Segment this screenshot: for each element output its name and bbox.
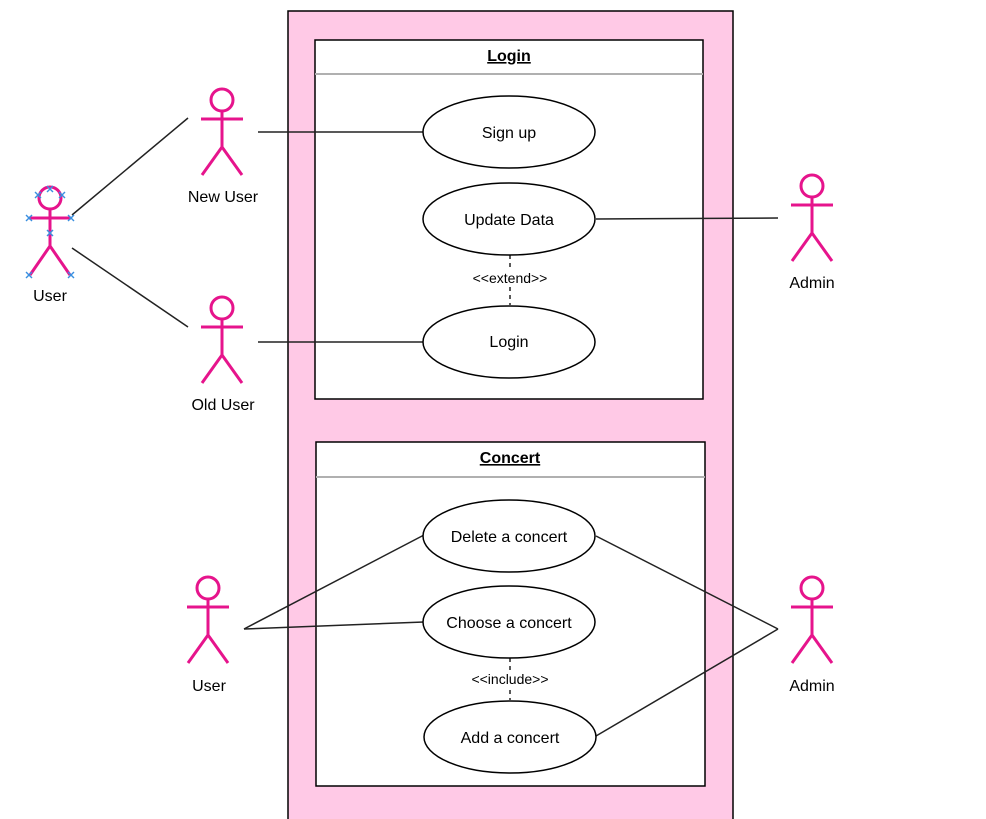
include-label: <<include>> — [471, 671, 548, 687]
actor-old-user[interactable] — [200, 295, 244, 384]
login-package-title: Login — [487, 48, 531, 65]
assoc-admin-updatedata[interactable] — [595, 217, 779, 220]
usecase-update-data-label: Update Data — [464, 212, 554, 229]
selection-handles — [25, 185, 75, 279]
assoc-user-choose[interactable] — [243, 621, 425, 630]
usecase-update-data[interactable]: Update Data — [422, 182, 596, 256]
usecase-delete-concert[interactable]: Delete a concert — [422, 499, 596, 573]
assoc-admin-delete[interactable] — [595, 535, 779, 630]
actor-new-user-label: New User — [188, 189, 259, 206]
actor-admin-bottom-label: Admin — [789, 678, 834, 695]
actor-user-bottom-label: User — [192, 678, 226, 695]
usecase-add-concert-label: Add a concert — [461, 730, 560, 747]
actor-admin-bottom[interactable] — [790, 575, 834, 664]
usecase-choose-concert-label: Choose a concert — [446, 615, 572, 632]
extend-label: <<extend>> — [473, 270, 548, 286]
usecase-add-concert[interactable]: Add a concert — [423, 700, 597, 774]
actor-user-main-label: User — [33, 288, 67, 305]
concert-package-title: Concert — [480, 450, 541, 467]
usecase-sign-up[interactable]: Sign up — [422, 95, 596, 169]
usecase-delete-concert-label: Delete a concert — [451, 529, 568, 546]
actor-admin-top-label: Admin — [789, 275, 834, 292]
actor-old-user-label: Old User — [191, 397, 255, 414]
usecase-login-label: Login — [489, 334, 528, 351]
actor-admin-top[interactable] — [790, 173, 834, 262]
usecase-choose-concert[interactable]: Choose a concert — [422, 585, 596, 659]
assoc-user-olduser[interactable] — [71, 247, 189, 328]
usecase-login[interactable]: Login — [422, 305, 596, 379]
assoc-user-delete[interactable] — [243, 534, 425, 630]
usecase-sign-up-label: Sign up — [482, 125, 536, 142]
assoc-user-newuser[interactable] — [71, 117, 189, 216]
actor-user-bottom[interactable] — [186, 575, 230, 664]
actor-new-user[interactable] — [200, 87, 244, 176]
actor-user-main[interactable] — [28, 185, 72, 276]
assoc-admin-add[interactable] — [595, 628, 779, 737]
